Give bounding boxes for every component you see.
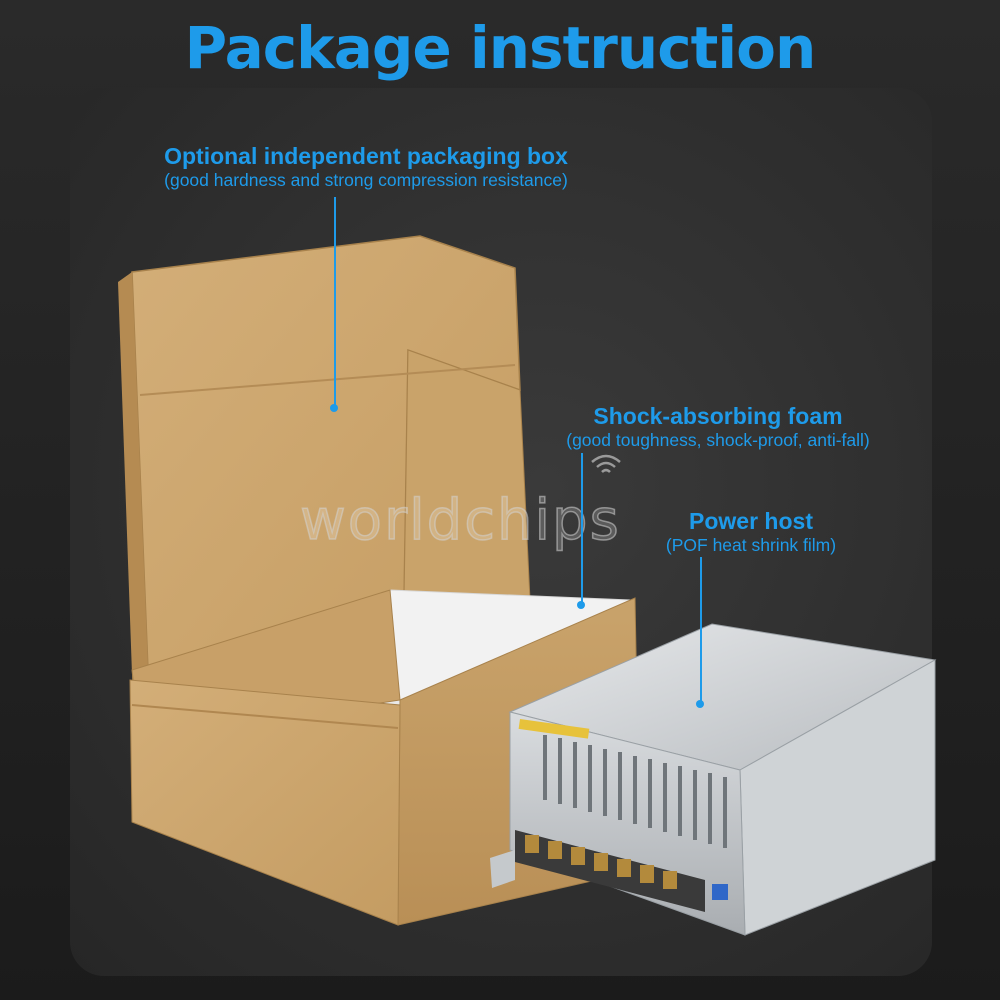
callout-foam-subtitle: (good toughness, shock-proof, anti-fall)	[566, 430, 870, 450]
callout-host-leader	[700, 557, 702, 702]
callout-foam: Shock-absorbing foam (good toughness, sh…	[530, 403, 906, 451]
callout-host-subtitle: (POF heat shrink film)	[665, 535, 837, 555]
callout-host: Power host (POF heat shrink film)	[645, 508, 857, 556]
callout-box: Optional independent packaging box (good…	[110, 143, 622, 191]
callout-foam-dot	[577, 601, 585, 609]
callout-box-leader	[334, 197, 336, 407]
callout-box-dot	[330, 404, 338, 412]
callout-host-dot	[696, 700, 704, 708]
callout-foam-title: Shock-absorbing foam	[593, 403, 843, 429]
callout-box-subtitle: (good hardness and strong compression re…	[164, 170, 568, 190]
callout-host-title: Power host	[689, 508, 813, 534]
power-supply-host	[490, 623, 937, 936]
watermark-text: worldchips	[299, 487, 621, 554]
wifi-icon	[591, 454, 621, 473]
callout-foam-leader	[581, 453, 583, 603]
callout-box-title: Optional independent packaging box	[164, 143, 568, 169]
page-title: Package instruction	[184, 14, 817, 82]
